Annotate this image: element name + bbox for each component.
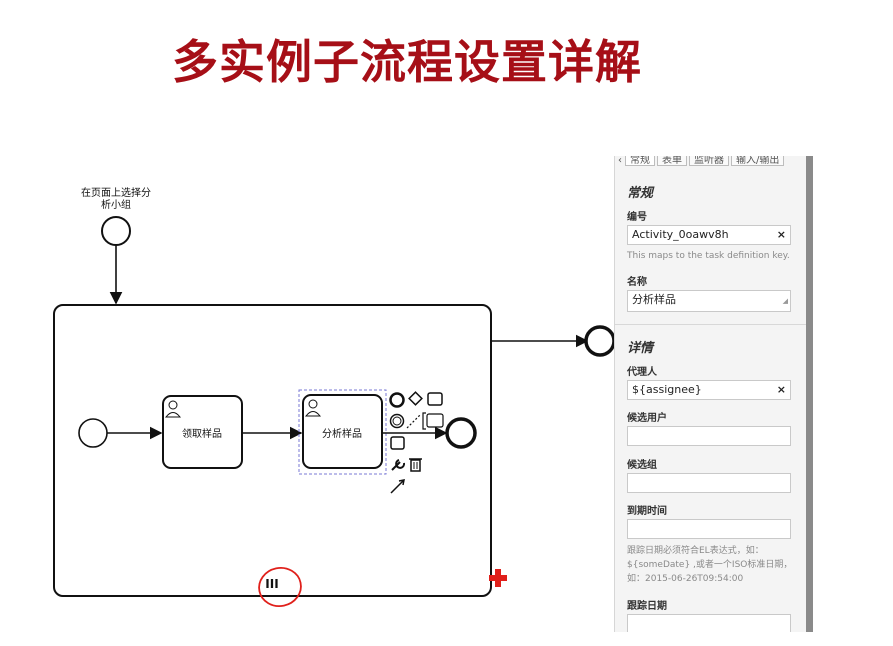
follow-up-date-field[interactable] <box>627 614 791 632</box>
multi-instance-marker[interactable]: III <box>265 577 278 591</box>
append-gateway-icon[interactable] <box>408 391 423 406</box>
append-end-event-icon[interactable] <box>389 392 405 408</box>
tab-listeners[interactable]: 监听器 <box>689 156 729 166</box>
due-date-hint-1: 跟踪日期必须符合EL表达式，如： <box>627 546 764 556</box>
user-task-icon <box>304 399 322 417</box>
clear-id-icon[interactable]: × <box>776 228 786 241</box>
selection-outline <box>298 389 387 475</box>
context-pad <box>389 391 444 494</box>
id-field[interactable]: Activity_0oawv8h × <box>627 225 791 245</box>
candidate-groups-field[interactable] <box>627 473 791 493</box>
resize-handle-icon[interactable]: ◢ <box>782 297 788 305</box>
panel-tabs: ‹ 常规 表单 监听器 输入/输出 <box>615 156 806 168</box>
resize-plus-icon[interactable] <box>489 569 507 587</box>
task-receive-sample-label: 领取样品 <box>182 427 222 440</box>
candidate-groups-label: 候选组 <box>627 460 657 471</box>
assignee-field[interactable]: ${assignee} × <box>627 380 791 400</box>
task-analyze-sample-label: 分析样品 <box>322 427 362 440</box>
append-intermediate-event-icon[interactable] <box>389 413 405 429</box>
name-label: 名称 <box>627 277 647 288</box>
outer-start-event[interactable] <box>101 216 131 246</box>
candidate-users-label: 候选用户 <box>627 413 667 424</box>
follow-up-date-label: 跟踪日期 <box>627 601 667 612</box>
connect-icon[interactable] <box>406 413 422 429</box>
tab-input-output[interactable]: 输入/输出 <box>731 156 785 166</box>
multi-instance-subprocess[interactable] <box>53 304 492 597</box>
general-group-title: 常规 <box>627 186 654 201</box>
task-receive-sample[interactable] <box>162 395 243 469</box>
annotation-circle <box>258 567 302 607</box>
details-group-title: 详情 <box>627 341 654 356</box>
tab-forms[interactable]: 表单 <box>657 156 687 166</box>
tab-general[interactable]: 常规 <box>625 156 655 166</box>
start-event-label-2: 析小组 <box>101 198 131 211</box>
clear-assignee-icon[interactable]: × <box>776 383 786 396</box>
name-value: 分析样品 <box>632 293 676 306</box>
slide-title: 多实例子流程设置详解 <box>172 35 642 89</box>
due-date-hint-3: 如：2015-06-26T09:54:00 <box>627 574 744 584</box>
due-date-label: 到期时间 <box>627 506 667 517</box>
inner-end-event[interactable] <box>445 417 477 449</box>
candidate-users-field[interactable] <box>627 426 791 446</box>
user-task-icon <box>164 400 182 418</box>
assignee-label: 代理人 <box>627 367 657 378</box>
due-date-hint-2: ${someDate} ,或者一个ISO标准日期， <box>627 560 793 570</box>
append-subprocess-icon[interactable] <box>390 436 405 450</box>
delete-icon[interactable] <box>409 458 422 472</box>
task-analyze-sample[interactable] <box>302 394 383 469</box>
outer-end-event[interactable] <box>584 325 616 357</box>
id-value: Activity_0oawv8h <box>632 228 729 241</box>
group-divider <box>615 324 806 325</box>
panel-scrollbar[interactable] <box>806 156 813 632</box>
properties-panel: ‹ 常规 表单 监听器 输入/输出 常规 编号 Activity_0oawv8h… <box>614 156 813 632</box>
append-task-icon[interactable] <box>427 392 443 406</box>
wrench-icon[interactable] <box>391 459 406 471</box>
inner-start-event[interactable] <box>78 418 108 448</box>
tab-scroll-left-icon[interactable]: ‹ <box>618 156 622 166</box>
id-label: 编号 <box>627 212 647 223</box>
start-event-label: 在页面上选择分 <box>81 186 151 199</box>
assignee-value: ${assignee} <box>632 383 702 396</box>
id-hint: This maps to the task definition key. <box>627 251 790 261</box>
connect-arrow-icon[interactable] <box>390 479 405 494</box>
text-annotation-icon[interactable] <box>422 412 426 430</box>
name-field[interactable]: 分析样品 ◢ <box>627 290 791 312</box>
due-date-field[interactable] <box>627 519 791 539</box>
change-type-icon[interactable] <box>426 413 444 428</box>
